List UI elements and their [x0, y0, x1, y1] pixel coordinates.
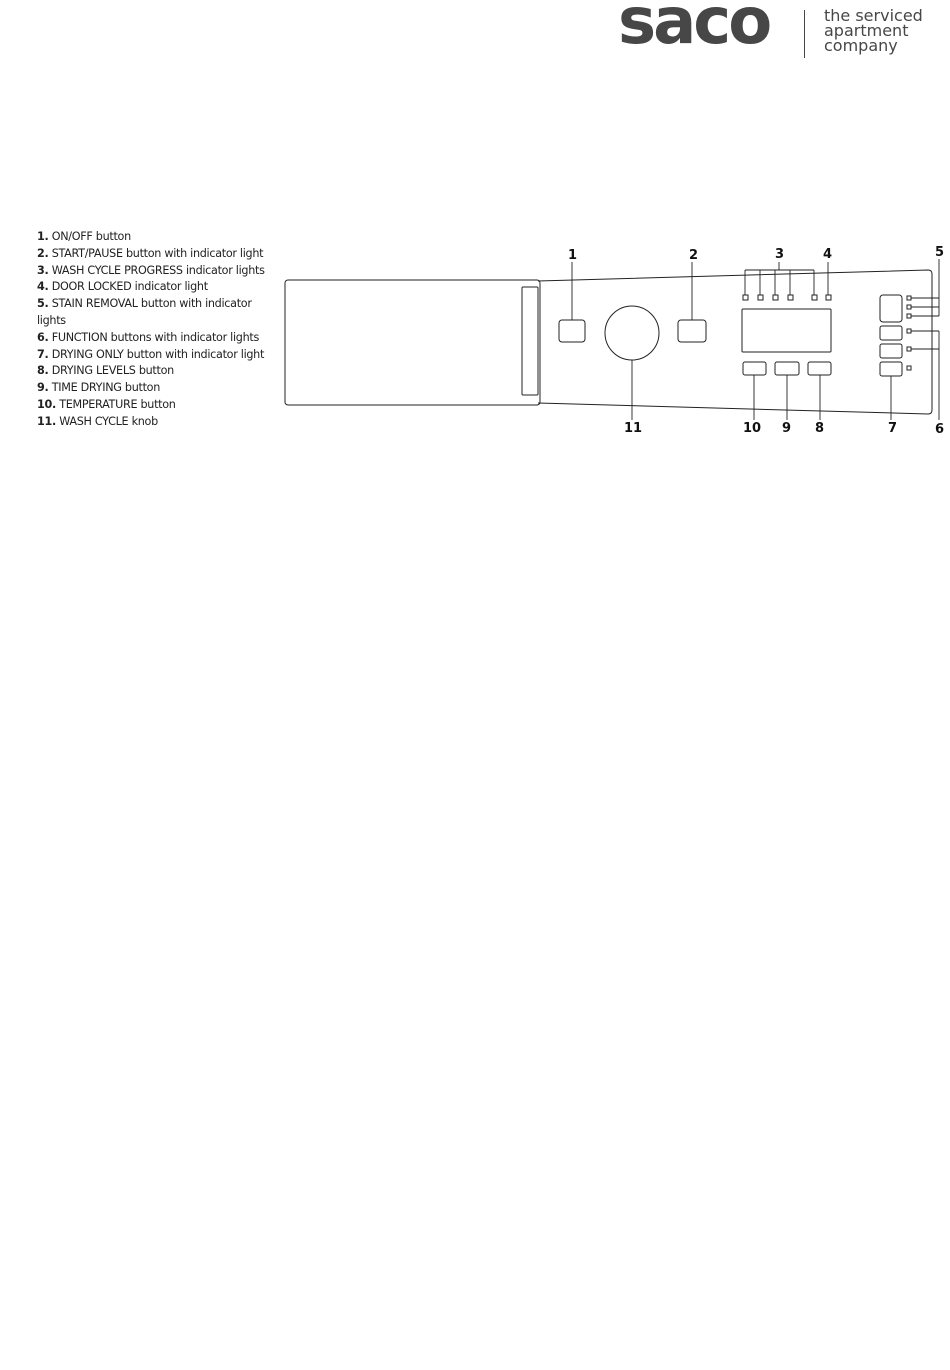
callout-8: 8: [815, 421, 824, 436]
callout-6: 6: [935, 422, 944, 437]
panel-outline: [537, 269, 933, 415]
callout-3: 3: [775, 247, 784, 262]
stain-removal-button: [879, 294, 903, 323]
legend-item: 7. DRYING ONLY button with indicator lig…: [37, 347, 265, 361]
wash-cycle-knob: [604, 305, 660, 361]
tagline-line-2: apartment: [824, 21, 909, 40]
display-screen: [741, 308, 832, 353]
legend-item: 4. DOOR LOCKED indicator light: [37, 280, 208, 294]
function-light: [906, 346, 912, 352]
tagline-line-3: company: [824, 36, 898, 55]
legend-item: 3. WASH CYCLE PROGRESS indicator lights: [37, 263, 265, 277]
legend-item: 6. FUNCTION buttons with indicator light…: [37, 330, 259, 344]
control-panel-legend: 1. ON/OFF button 2. START/PAUSE button w…: [37, 229, 277, 431]
function-button: [879, 343, 903, 359]
legend-item: 11. WASH CYCLE knob: [37, 414, 158, 428]
brand-tagline: the serviced apartment company: [824, 6, 923, 55]
progress-light: [742, 294, 749, 301]
brand-name: saco: [618, 0, 772, 59]
legend-item: 10. TEMPERATURE button: [37, 397, 176, 411]
function-light: [906, 328, 912, 334]
saco-logo: saco the serviced apartment company: [618, 0, 938, 62]
stain-light: [906, 304, 912, 310]
time-drying-button: [774, 361, 800, 376]
drawer-handle: [521, 286, 539, 396]
stain-light: [906, 295, 912, 301]
on-off-button: [558, 319, 586, 343]
callout-9: 9: [782, 421, 791, 436]
progress-light: [757, 294, 764, 301]
legend-item: 9. TIME DRYING button: [37, 381, 161, 395]
callout-2: 2: [689, 248, 698, 263]
callout-10: 10: [743, 421, 761, 436]
stain-light: [906, 313, 912, 319]
start-pause-button: [677, 319, 707, 343]
callout-5: 5: [935, 245, 944, 260]
legend-item: 2. START/PAUSE button with indicator lig…: [37, 246, 264, 260]
function-button: [879, 325, 903, 341]
drying-levels-button: [807, 361, 832, 376]
callout-4: 4: [823, 247, 832, 262]
progress-light: [787, 294, 794, 301]
control-panel-diagram: 1 2 3 4 5 6 7 8 9 10 11: [280, 240, 950, 440]
door-locked-light: [825, 294, 832, 301]
callout-1: 1: [568, 248, 577, 263]
temperature-button: [742, 361, 767, 376]
legend-item: 1. ON/OFF button: [37, 230, 131, 243]
logo-divider: [804, 10, 806, 58]
drying-only-light: [906, 365, 912, 371]
tagline-line-1: the serviced: [824, 6, 923, 25]
callout-7: 7: [888, 421, 897, 436]
control-panel-svg: 1 2 3 4 5 6 7 8 9 10 11: [284, 245, 944, 437]
legend-item: 8. DRYING LEVELS button: [37, 364, 174, 378]
progress-light: [811, 294, 818, 301]
progress-light: [772, 294, 779, 301]
callout-11: 11: [624, 421, 642, 436]
drying-only-button: [879, 361, 903, 377]
legend-item: 5. STAIN REMOVAL button with indicator l…: [37, 297, 252, 327]
detergent-drawer: [284, 279, 541, 406]
